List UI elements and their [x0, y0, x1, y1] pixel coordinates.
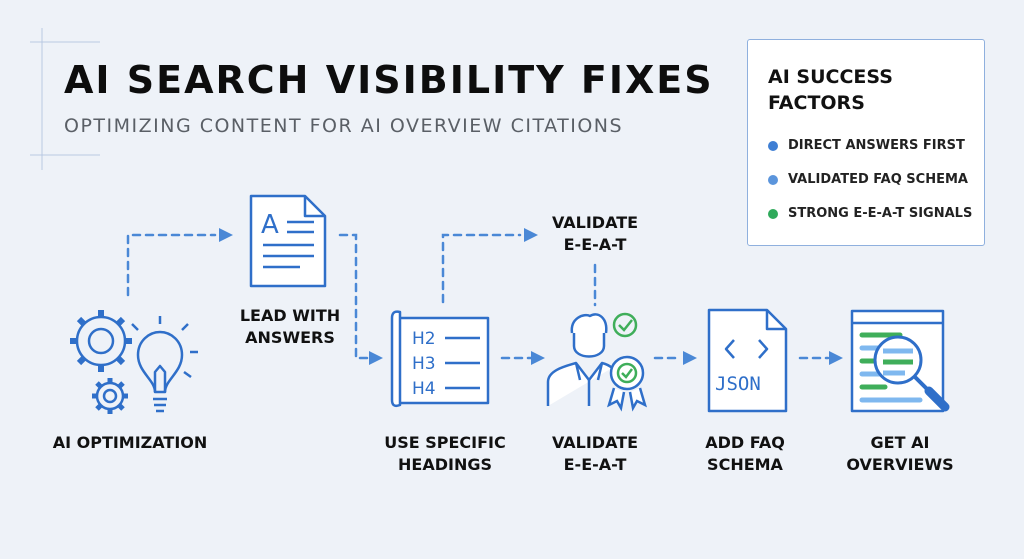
heading-tags: H2 H3 H4 — [412, 329, 436, 399]
arrowhead-6 — [829, 351, 843, 365]
arrowhead-4 — [531, 351, 545, 365]
panel-title-line-1: AI SUCCESS — [768, 66, 893, 88]
award-badge-icon — [606, 355, 648, 412]
person-badge-icon — [546, 313, 613, 406]
success-factors-panel: AI SUCCESS FACTORS DIRECT ANSWERS FIRST … — [747, 39, 985, 246]
step-use-specific-headings-label: USE SPECIFIC HEADINGS — [370, 432, 520, 476]
arrow-heads — [219, 228, 843, 365]
headings-line-2: HEADINGS — [398, 455, 492, 474]
step-lead-with-answers-label: LEAD WITH ANSWERS — [220, 305, 360, 349]
headings-line-1: USE SPECIFIC — [384, 433, 506, 452]
corner-frame — [30, 28, 100, 170]
bullet-dot-icon — [768, 174, 778, 185]
json-file-icon — [707, 308, 788, 413]
arrow-headings-to-validate-top — [441, 233, 522, 304]
arrow-lead-to-headings — [338, 233, 372, 360]
gears-bulb-icon — [70, 310, 198, 414]
h2-tag: H2 — [412, 329, 436, 349]
h4-tag: H4 — [412, 379, 436, 399]
json-label: JSON — [715, 373, 761, 395]
arrowhead-1 — [219, 228, 233, 242]
step-validate-eeat-label: VALIDATE E-E-A-T — [525, 432, 665, 476]
arrow-opt-to-lead — [126, 233, 217, 297]
panel-title: AI SUCCESS FACTORS — [768, 64, 968, 116]
step-ai-optimization-label: AI OPTIMIZATION — [30, 432, 230, 454]
lead-line-1: LEAD WITH — [239, 306, 341, 325]
large-gear-icon — [70, 310, 132, 372]
magnifier-icon — [873, 335, 950, 412]
validate-top-line-2: E-E-A-T — [563, 235, 627, 254]
factor-label: STRONG E-E-A-T SIGNALS — [788, 206, 973, 221]
bullet-dot-icon — [768, 140, 778, 151]
h3-tag: H3 — [412, 354, 436, 374]
step-add-faq-schema-label: ADD FAQ SCHEMA — [680, 432, 810, 476]
lead-line-2: ANSWERS — [245, 328, 335, 347]
headings-scroll-icon — [390, 310, 490, 408]
factor-item: VALIDATED FAQ SCHEMA — [768, 172, 968, 187]
panel-title-line-2: FACTORS — [768, 92, 865, 114]
factor-item: STRONG E-E-A-T SIGNALS — [768, 206, 972, 221]
validate-top-line-1: VALIDATE — [551, 213, 639, 232]
faq-line-1: ADD FAQ — [705, 433, 785, 452]
page-subtitle: OPTIMIZING CONTENT FOR AI OVERVIEW CITAT… — [64, 115, 624, 137]
faq-line-2: SCHEMA — [707, 455, 783, 474]
factor-label: DIRECT ANSWERS FIRST — [788, 138, 965, 153]
bullet-dot-icon — [768, 208, 778, 219]
document-icon — [249, 194, 327, 288]
overviews-line-1: GET AI — [870, 433, 930, 452]
flow-arrows — [126, 233, 830, 360]
validate-line-2: E-E-A-T — [563, 455, 627, 474]
lightbulb-icon — [131, 316, 198, 413]
small-gear-icon — [92, 378, 128, 414]
page-title: AI SEARCH VISIBILITY FIXES — [64, 58, 714, 102]
step-ai-optimization-text: AI OPTIMIZATION — [52, 433, 208, 452]
arrowhead-3 — [524, 228, 538, 242]
step-get-ai-overviews-label: GET AI OVERVIEWS — [830, 432, 970, 476]
overviews-line-2: OVERVIEWS — [846, 455, 954, 474]
document-letter: A — [261, 210, 279, 240]
check-circle-icon — [612, 312, 638, 338]
step-validate-eeat-top-label: VALIDATE E-E-A-T — [525, 212, 665, 256]
arrowhead-2 — [369, 351, 383, 365]
validate-line-1: VALIDATE — [551, 433, 639, 452]
factor-label: VALIDATED FAQ SCHEMA — [788, 172, 968, 187]
factor-item: DIRECT ANSWERS FIRST — [768, 138, 965, 153]
arrowhead-5 — [683, 351, 697, 365]
